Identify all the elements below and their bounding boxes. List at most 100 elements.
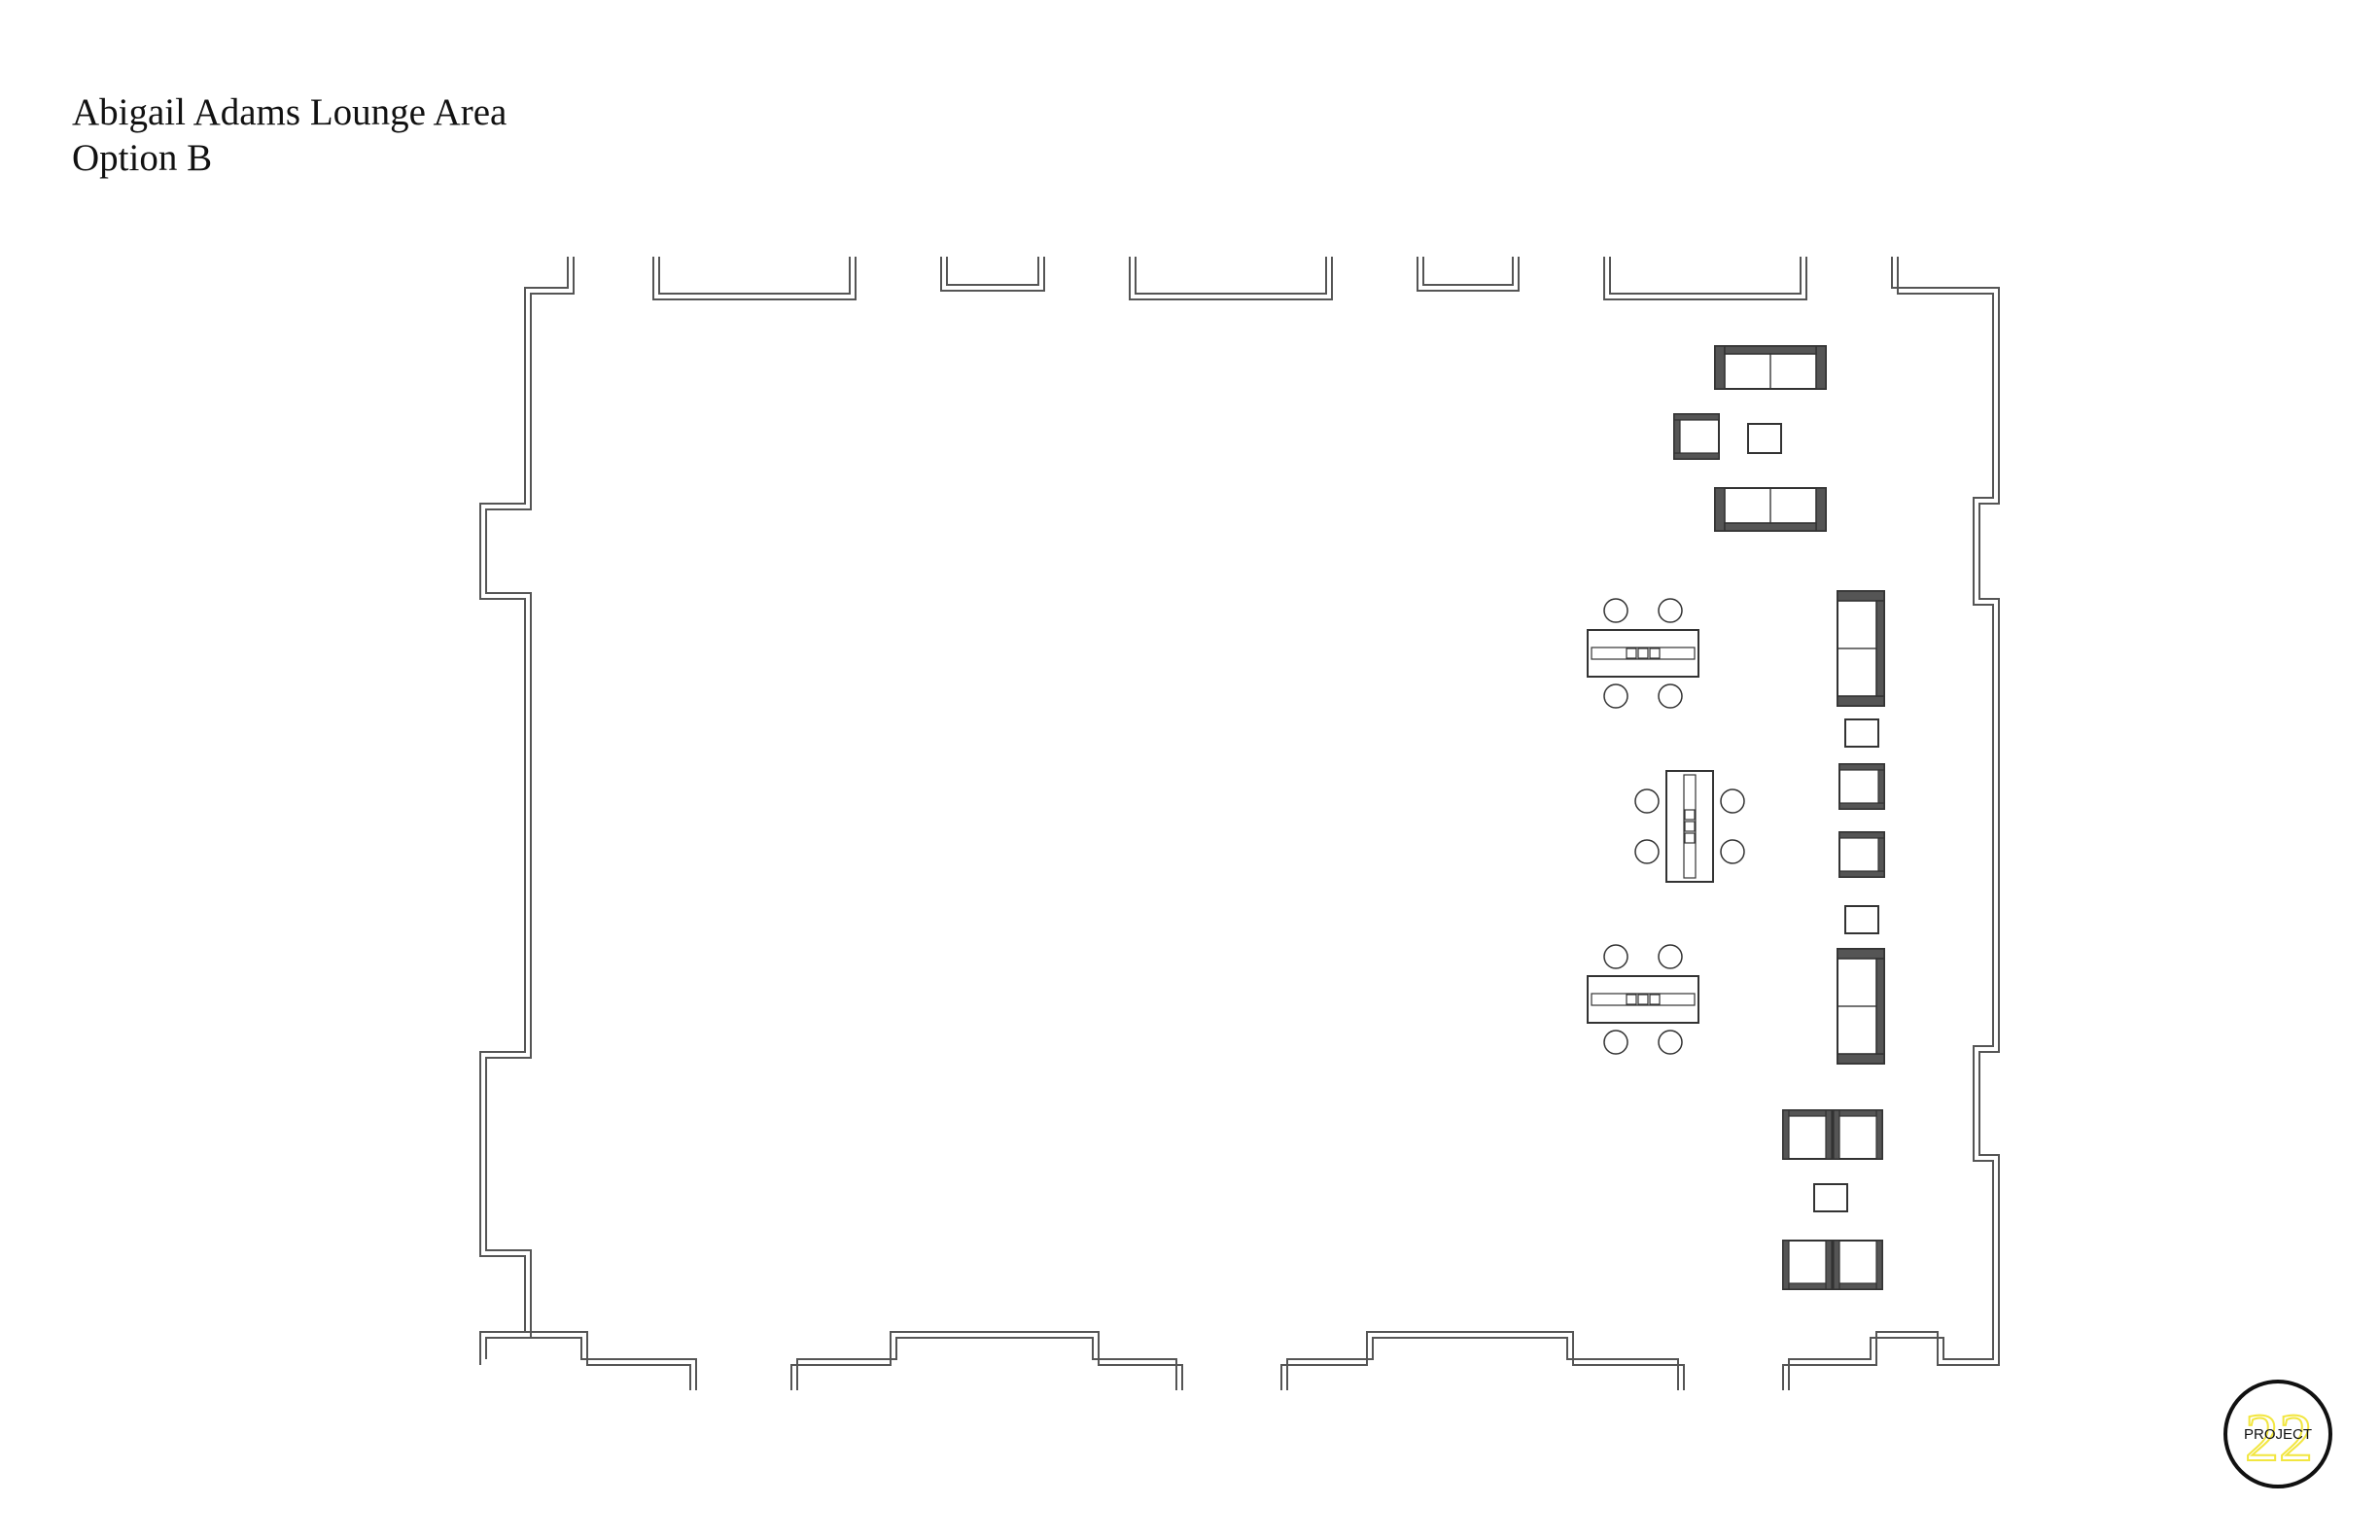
pod-power-outlet bbox=[1649, 648, 1661, 659]
sofa-cushion bbox=[1837, 600, 1877, 649]
stool bbox=[1603, 944, 1628, 969]
armchair-arm bbox=[1782, 1109, 1790, 1160]
pod-power-outlet bbox=[1649, 994, 1661, 1005]
stool bbox=[1634, 788, 1660, 814]
stool bbox=[1603, 598, 1628, 623]
armchair-frame bbox=[1838, 831, 1885, 878]
armchair-frame bbox=[1833, 1109, 1883, 1160]
side-table-top bbox=[1813, 1183, 1848, 1212]
sofa-arm-right bbox=[1815, 345, 1827, 390]
side-table-top bbox=[1747, 423, 1782, 454]
sofa-arm-top bbox=[1837, 948, 1885, 960]
armchair-back bbox=[1673, 419, 1681, 454]
sofa-back bbox=[1724, 345, 1817, 355]
side-table-cluster bbox=[1813, 1183, 1848, 1212]
sofa-arm-top bbox=[1837, 590, 1885, 602]
stool bbox=[1720, 839, 1745, 864]
sofa-cushion bbox=[1837, 648, 1877, 697]
armchair-frame bbox=[1838, 763, 1885, 810]
sofa-back bbox=[1724, 522, 1817, 532]
armchair-arm bbox=[1825, 1240, 1833, 1290]
logo-numeral: 22 bbox=[2245, 1401, 2313, 1476]
stool bbox=[1603, 683, 1628, 709]
pod-power-outlet bbox=[1684, 809, 1696, 821]
armchair-arm bbox=[1833, 1109, 1840, 1160]
stool bbox=[1603, 1030, 1628, 1055]
pod-power-outlet bbox=[1684, 832, 1696, 844]
sofa-right-upper bbox=[1837, 590, 1885, 707]
armchair-back bbox=[1788, 1282, 1827, 1290]
armchair-arm bbox=[1838, 870, 1885, 878]
sofa-middle bbox=[1714, 487, 1827, 532]
armchair-right-1 bbox=[1838, 763, 1885, 810]
pod-table-frame bbox=[1665, 770, 1714, 883]
armchair-back bbox=[1838, 1109, 1877, 1117]
sofa-arm-right bbox=[1815, 487, 1827, 532]
sofa-right-lower bbox=[1837, 948, 1885, 1065]
sofa-top bbox=[1714, 345, 1827, 390]
armchair-arm bbox=[1825, 1109, 1833, 1160]
sofa-cushion bbox=[1724, 487, 1771, 524]
sofa-arm-bottom bbox=[1837, 1053, 1885, 1065]
pod-table-frame bbox=[1587, 629, 1699, 678]
armchair-frame bbox=[1782, 1240, 1833, 1290]
pod-table-lower bbox=[1587, 944, 1699, 1055]
logo-text: PROJECT bbox=[2244, 1426, 2312, 1443]
armchair-arm bbox=[1833, 1240, 1840, 1290]
pod-table-rail bbox=[1683, 774, 1697, 879]
wall-outline-inner bbox=[485, 257, 1994, 1390]
side-table-right-upper bbox=[1844, 718, 1879, 748]
pod-table-frame bbox=[1587, 975, 1699, 1024]
title-block: Abigail Adams Lounge Area Option B bbox=[72, 89, 507, 181]
sofa-arm-left bbox=[1714, 345, 1726, 390]
armchair-arm bbox=[1875, 1109, 1883, 1160]
pod-table-upper bbox=[1587, 598, 1699, 709]
sofa-cushion bbox=[1837, 958, 1877, 1007]
wall-outline-outer bbox=[479, 257, 2000, 1390]
page-title: Abigail Adams Lounge Area bbox=[72, 91, 508, 133]
armchair-arm bbox=[1838, 831, 1885, 839]
side-table-top bbox=[1844, 718, 1879, 748]
armchair-arm bbox=[1838, 802, 1885, 810]
stool bbox=[1658, 683, 1683, 709]
pod-power-outlet bbox=[1637, 994, 1649, 1005]
pod-power-outlet bbox=[1626, 994, 1637, 1005]
armchair-frame bbox=[1673, 413, 1720, 460]
armchair-back bbox=[1877, 837, 1885, 872]
armchair-back bbox=[1788, 1109, 1827, 1117]
pod-power-outlet bbox=[1637, 648, 1649, 659]
armchair-arm bbox=[1673, 452, 1720, 460]
logo-ring bbox=[2223, 1380, 2332, 1488]
stool bbox=[1658, 1030, 1683, 1055]
armchair-arm bbox=[1673, 413, 1720, 421]
sofa-cushion bbox=[1724, 353, 1771, 390]
armchair-arm bbox=[1838, 763, 1885, 771]
pod-power-outlet bbox=[1684, 821, 1696, 832]
armchair-cluster-4 bbox=[1833, 1240, 1883, 1290]
sofa-cushion bbox=[1837, 1005, 1877, 1055]
pod-table-rail bbox=[1591, 993, 1696, 1006]
stool bbox=[1634, 839, 1660, 864]
armchair-frame bbox=[1833, 1240, 1883, 1290]
side-table-right-lower bbox=[1844, 905, 1879, 934]
pod-power-outlet bbox=[1626, 648, 1637, 659]
sofa-back bbox=[1875, 600, 1885, 697]
sofa-cushion bbox=[1769, 353, 1817, 390]
stool bbox=[1658, 598, 1683, 623]
armchair-cluster-1 bbox=[1782, 1109, 1833, 1160]
project-22-logo: 22 PROJECT bbox=[2223, 1380, 2332, 1488]
stool bbox=[1720, 788, 1745, 814]
page-subtitle: Option B bbox=[72, 137, 213, 179]
pod-table-rail bbox=[1591, 647, 1696, 660]
sofa-arm-left bbox=[1714, 487, 1726, 532]
sofa-arm-bottom bbox=[1837, 695, 1885, 707]
armchair-arm bbox=[1782, 1240, 1790, 1290]
armchair-cluster-3 bbox=[1782, 1240, 1833, 1290]
armchair-top-left bbox=[1673, 413, 1720, 460]
coffee-table-top bbox=[1747, 423, 1782, 454]
pod-tables bbox=[1587, 598, 1745, 1055]
sofa-cushion bbox=[1769, 487, 1817, 524]
room-walls bbox=[479, 257, 2000, 1390]
armchair-frame bbox=[1782, 1109, 1833, 1160]
